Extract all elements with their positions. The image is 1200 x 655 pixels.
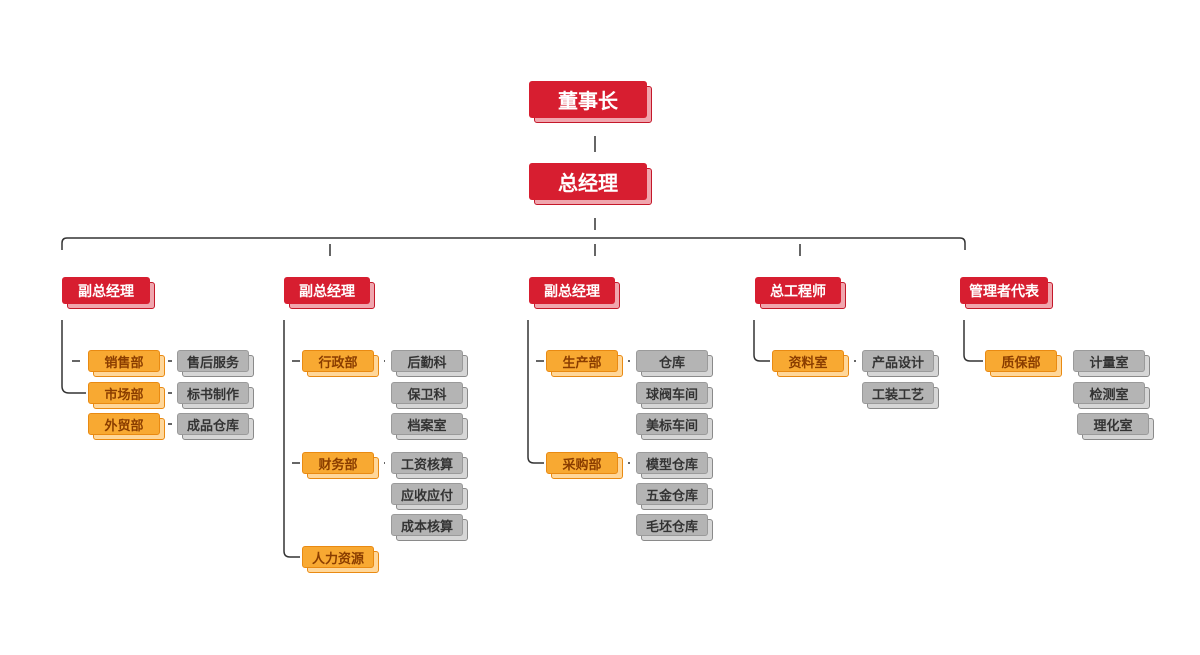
- column-head-1: 副总经理: [284, 277, 375, 309]
- section-1-1-0-label: 工资核算: [391, 452, 463, 474]
- department-2-0: 生产部: [546, 350, 623, 377]
- department-1-2: 人力资源: [302, 546, 379, 573]
- column-head-4-label: 管理者代表: [960, 277, 1048, 304]
- section-1-1-2-label: 成本核算: [391, 514, 463, 536]
- department-0-0: 销售部: [88, 350, 165, 377]
- section-4-0-0: 计量室: [1073, 350, 1150, 377]
- section-2-0-1: 球阀车间: [636, 382, 713, 409]
- connector-line: [61, 237, 966, 250]
- department-3-0-label: 资料室: [772, 350, 844, 372]
- section-0-1-0: 标书制作: [177, 382, 254, 409]
- section-1-1-0: 工资核算: [391, 452, 468, 479]
- connector-line: [753, 320, 770, 362]
- section-1-0-2-label: 档案室: [391, 413, 463, 435]
- section-2-0-2: 美标车间: [636, 413, 713, 440]
- section-2-0-2-label: 美标车间: [636, 413, 708, 435]
- section-3-0-0-label: 产品设计: [862, 350, 934, 372]
- section-4-0-2: 理化室: [1077, 413, 1154, 440]
- section-2-1-1: 五金仓库: [636, 483, 713, 510]
- section-0-0-0: 售后服务: [177, 350, 254, 377]
- section-0-2-0-label: 成品仓库: [177, 413, 249, 435]
- section-2-1-0: 模型仓库: [636, 452, 713, 479]
- section-3-0-1-label: 工装工艺: [862, 382, 934, 404]
- department-0-1: 市场部: [88, 382, 165, 409]
- section-2-1-2-label: 毛坯仓库: [636, 514, 708, 536]
- connector-line: [61, 320, 86, 394]
- section-0-2-0: 成品仓库: [177, 413, 254, 440]
- section-1-0-2: 档案室: [391, 413, 468, 440]
- department-4-0: 质保部: [985, 350, 1062, 377]
- section-2-1-2: 毛坯仓库: [636, 514, 713, 541]
- column-head-3-label: 总工程师: [755, 277, 841, 304]
- department-0-2: 外贸部: [88, 413, 165, 440]
- section-1-1-1-label: 应收应付: [391, 483, 463, 505]
- section-1-0-1: 保卫科: [391, 382, 468, 409]
- section-1-1-2: 成本核算: [391, 514, 468, 541]
- column-head-2: 副总经理: [529, 277, 620, 309]
- section-3-0-1: 工装工艺: [862, 382, 939, 409]
- department-4-0-label: 质保部: [985, 350, 1057, 372]
- department-2-0-label: 生产部: [546, 350, 618, 372]
- section-2-0-0-label: 仓库: [636, 350, 708, 372]
- department-1-0-label: 行政部: [302, 350, 374, 372]
- department-3-0: 资料室: [772, 350, 849, 377]
- department-1-2-label: 人力资源: [302, 546, 374, 568]
- column-head-1-label: 副总经理: [284, 277, 370, 304]
- section-4-0-1: 检测室: [1073, 382, 1150, 409]
- section-0-0-0-label: 售后服务: [177, 350, 249, 372]
- department-0-2-label: 外贸部: [88, 413, 160, 435]
- department-2-1: 采购部: [546, 452, 623, 479]
- general-manager-label: 总经理: [529, 163, 647, 200]
- section-2-1-1-label: 五金仓库: [636, 483, 708, 505]
- column-head-0-label: 副总经理: [62, 277, 150, 304]
- section-1-1-1: 应收应付: [391, 483, 468, 510]
- section-2-0-0: 仓库: [636, 350, 713, 377]
- section-0-1-0-label: 标书制作: [177, 382, 249, 404]
- department-2-1-label: 采购部: [546, 452, 618, 474]
- connector-line: [283, 320, 300, 558]
- column-head-0: 副总经理: [62, 277, 155, 309]
- section-4-0-1-label: 检测室: [1073, 382, 1145, 404]
- section-4-0-2-label: 理化室: [1077, 413, 1149, 435]
- connector-line: [963, 320, 983, 362]
- section-2-1-0-label: 模型仓库: [636, 452, 708, 474]
- chairman-box: 董事长: [529, 81, 652, 123]
- department-0-0-label: 销售部: [88, 350, 160, 372]
- section-1-0-0-label: 后勤科: [391, 350, 463, 372]
- department-1-0: 行政部: [302, 350, 379, 377]
- department-1-1-label: 财务部: [302, 452, 374, 474]
- section-2-0-1-label: 球阀车间: [636, 382, 708, 404]
- column-head-4: 管理者代表: [960, 277, 1053, 309]
- section-1-0-1-label: 保卫科: [391, 382, 463, 404]
- column-head-3: 总工程师: [755, 277, 846, 309]
- general-manager-box: 总经理: [529, 163, 652, 205]
- department-1-1: 财务部: [302, 452, 379, 479]
- column-head-2-label: 副总经理: [529, 277, 615, 304]
- section-4-0-0-label: 计量室: [1073, 350, 1145, 372]
- connector-line: [527, 320, 544, 464]
- section-3-0-0: 产品设计: [862, 350, 939, 377]
- chairman-label: 董事长: [529, 81, 647, 118]
- department-0-1-label: 市场部: [88, 382, 160, 404]
- section-1-0-0: 后勤科: [391, 350, 468, 377]
